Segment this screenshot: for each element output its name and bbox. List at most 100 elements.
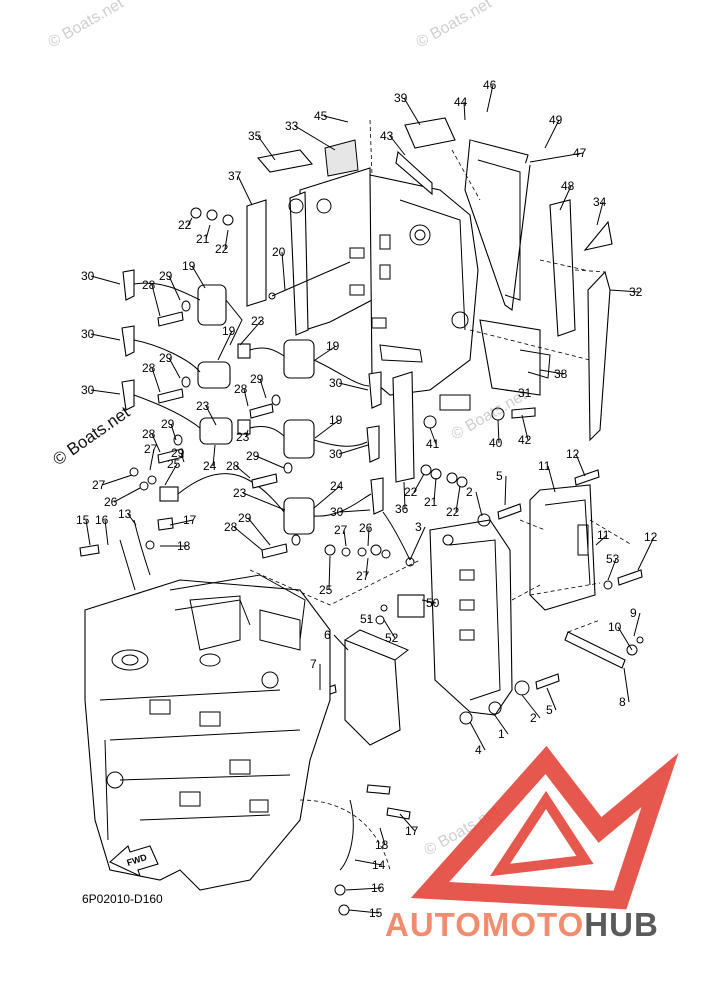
callout-leader xyxy=(313,485,341,509)
callout-number-28: 28 xyxy=(142,361,156,375)
callout-number-17: 17 xyxy=(405,824,419,838)
watermark: © Boats.net xyxy=(46,0,128,51)
callout-leader xyxy=(243,388,249,407)
callout-number-46: 46 xyxy=(483,78,497,92)
callout-number-29: 29 xyxy=(159,351,173,365)
callout-number-12: 12 xyxy=(566,447,580,461)
callout-leader xyxy=(429,427,437,445)
callout-number-14: 14 xyxy=(372,858,386,872)
callout-leader xyxy=(389,135,406,156)
callout-number-25: 25 xyxy=(319,583,333,597)
callout-leader xyxy=(575,453,586,477)
callout-number-23: 23 xyxy=(233,486,247,500)
callout-leader xyxy=(149,448,155,471)
callout-leader xyxy=(354,859,383,866)
callout-number-32: 32 xyxy=(629,285,643,299)
callout-leader xyxy=(596,201,604,226)
callout-leader xyxy=(403,97,421,126)
callout-leader xyxy=(323,115,349,123)
callout-number-30: 30 xyxy=(81,269,95,283)
callout-leader xyxy=(463,101,466,121)
callout-leader xyxy=(379,827,386,846)
callout-leader xyxy=(521,414,529,441)
callout-number-30: 30 xyxy=(330,505,344,519)
callout-leader xyxy=(633,612,641,637)
callout-leader xyxy=(343,529,347,547)
callout-leader xyxy=(421,599,437,604)
callout-leader xyxy=(255,455,285,469)
callout-number-28: 28 xyxy=(142,278,156,292)
brand-name: AUTOMOTOHUB xyxy=(385,906,659,943)
callout-leader xyxy=(245,429,249,438)
callout-number-4: 4 xyxy=(475,743,482,757)
callout-leader xyxy=(247,517,271,546)
callout-leader xyxy=(90,275,121,285)
callout-number-35: 35 xyxy=(248,129,262,143)
callout-number-16: 16 xyxy=(95,513,109,527)
callout-number-28: 28 xyxy=(226,459,240,473)
callout-number-37: 37 xyxy=(228,169,242,183)
callout-number-1: 1 xyxy=(498,727,505,741)
callout-leader xyxy=(294,125,336,151)
callout-number-23: 23 xyxy=(236,430,250,444)
callout-number-18: 18 xyxy=(375,838,389,852)
engine-block xyxy=(79,517,421,916)
callout-number-29: 29 xyxy=(250,372,264,386)
callout-leader xyxy=(233,526,263,551)
callout-leader xyxy=(339,509,371,513)
callout-number-28: 28 xyxy=(224,520,238,534)
callout-number-25: 25 xyxy=(167,457,181,471)
callout-number-17: 17 xyxy=(183,513,197,527)
callout-number-5: 5 xyxy=(496,469,503,483)
callout-number-7: 7 xyxy=(310,657,317,671)
callout-number-48: 48 xyxy=(561,179,575,193)
callout-number-22: 22 xyxy=(178,218,192,232)
callout-number-29: 29 xyxy=(159,269,173,283)
callout-leader xyxy=(101,474,133,486)
callout-leader xyxy=(345,887,382,891)
callout-number-26: 26 xyxy=(104,495,118,509)
callout-number-41: 41 xyxy=(426,437,440,451)
callout-number-30: 30 xyxy=(329,376,343,390)
callout-leader xyxy=(504,389,529,394)
callout-number-15: 15 xyxy=(369,906,383,920)
callout-leader xyxy=(314,345,337,361)
callout-number-34: 34 xyxy=(593,195,607,209)
callout-number-27: 27 xyxy=(144,442,158,456)
callout-number-19: 19 xyxy=(329,413,343,427)
callout-number-30: 30 xyxy=(81,327,95,341)
callout-leader xyxy=(433,477,437,503)
callout-leader xyxy=(617,626,633,651)
callout-leader xyxy=(191,265,206,289)
callout-number-22: 22 xyxy=(446,505,460,519)
callout-number-45: 45 xyxy=(314,109,328,123)
callout-leader xyxy=(170,423,177,441)
callout-leader xyxy=(609,289,640,293)
callout-leader xyxy=(281,251,286,291)
callout-leader xyxy=(486,84,494,113)
callout-leader xyxy=(455,485,461,513)
callout-number-28: 28 xyxy=(142,427,156,441)
callout-number-11: 11 xyxy=(597,528,610,542)
callout-leader xyxy=(151,433,161,453)
callout-leader xyxy=(365,557,369,577)
callout-leader xyxy=(187,217,193,226)
callout-number-31: 31 xyxy=(518,386,532,400)
callout-leader xyxy=(399,813,416,832)
callout-number-49: 49 xyxy=(549,113,563,127)
diagram-code: 6P02010-D160 xyxy=(82,892,163,906)
callout-leader xyxy=(544,119,560,149)
callout-leader xyxy=(205,224,211,240)
callout-leader xyxy=(637,536,655,571)
callout-leader xyxy=(595,534,608,546)
callout-number-2: 2 xyxy=(530,711,537,725)
callout-leader xyxy=(333,634,349,651)
callout-leader xyxy=(469,721,486,751)
callout-leader xyxy=(403,481,406,510)
callout-number-20: 20 xyxy=(272,245,286,259)
callout-number-27: 27 xyxy=(334,523,348,537)
callout-number-27: 27 xyxy=(92,478,106,492)
watermark: © Boats.net xyxy=(49,402,133,469)
callout-number-13: 13 xyxy=(118,507,132,521)
watermark: © Boats.net xyxy=(414,0,496,51)
